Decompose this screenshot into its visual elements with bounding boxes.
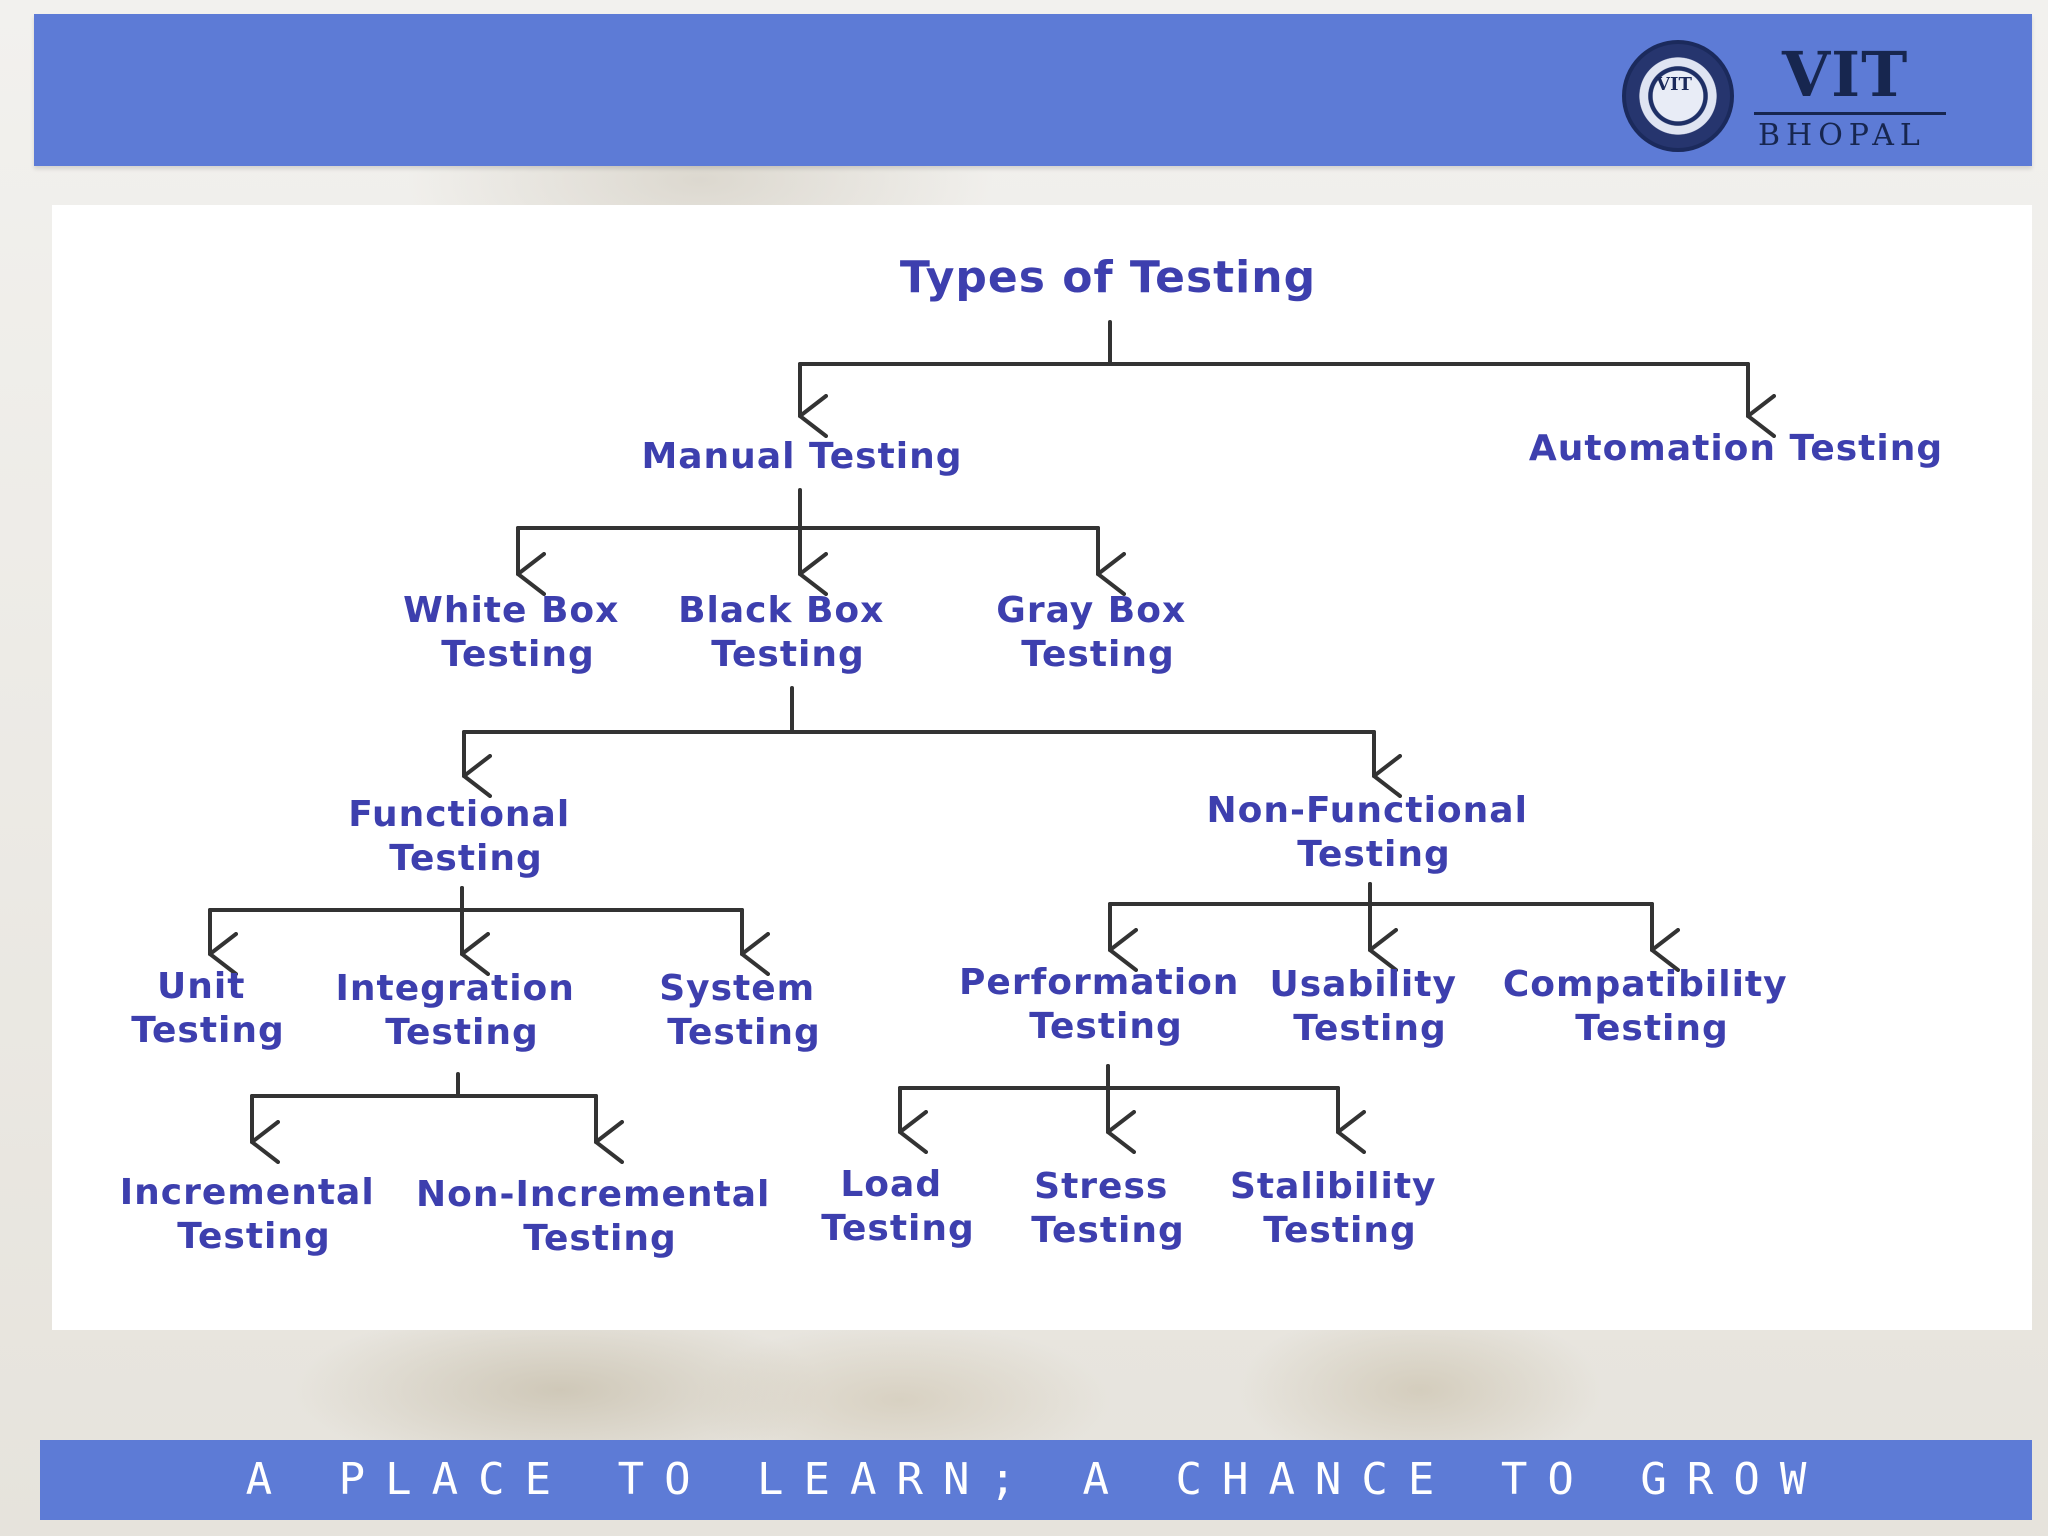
vit-bhopal-logo: VIT VIT BHOPAL	[1622, 34, 1946, 164]
functional-line-2: Testing	[389, 838, 543, 879]
node-manual-testing: Manual Testing	[641, 436, 962, 477]
non-functional-line-1: Non-Functional	[1207, 790, 1528, 831]
white-box-line-2: Testing	[441, 634, 595, 675]
performance-line-2: Testing	[1029, 1006, 1183, 1047]
vit-seal-icon	[1622, 40, 1734, 152]
footer-bar: A PLACE TO LEARN; A CHANCE TO GROW	[40, 1440, 2032, 1520]
white-box-line-1: White Box	[403, 590, 619, 631]
node-stability-testing: Stalibility Testing	[1230, 1166, 1450, 1251]
node-automation-testing: Automation Testing	[1529, 428, 1943, 469]
unit-line-1: Unit	[157, 966, 245, 1007]
footer-tagline: A PLACE TO LEARN; A CHANCE TO GROW	[245, 1454, 1827, 1505]
node-load-testing: Load Testing	[821, 1164, 975, 1249]
node-usability-testing: Usability Testing	[1270, 964, 1471, 1049]
node-compatibility-testing: Compatibility Testing	[1503, 964, 1801, 1049]
incremental-line-1: Incremental	[120, 1172, 375, 1213]
black-box-line-1: Black Box	[678, 590, 884, 631]
compatibility-line-2: Testing	[1575, 1008, 1729, 1049]
node-types-of-testing: Types of Testing	[900, 252, 1316, 303]
stability-line-2: Testing	[1263, 1210, 1417, 1251]
functional-line-1: Functional	[348, 794, 570, 835]
compatibility-line-1: Compatibility	[1503, 964, 1788, 1005]
node-functional-testing: Functional Testing	[348, 794, 584, 879]
node-gray-box-testing: Gray Box Testing	[996, 590, 1199, 675]
integration-line-2: Testing	[385, 1012, 539, 1053]
node-non-functional-testing: Non-Functional Testing	[1207, 790, 1542, 875]
incremental-line-2: Testing	[177, 1216, 331, 1257]
non-incremental-line-1: Non-Incremental	[416, 1174, 770, 1215]
connectors	[208, 320, 1748, 1142]
system-line-2: Testing	[667, 1012, 821, 1053]
gray-box-line-1: Gray Box	[996, 590, 1186, 631]
usability-line-1: Usability	[1270, 964, 1457, 1005]
logo-name: VIT	[1782, 38, 1909, 111]
nodes: Types of Testing Manual Testing Automati…	[120, 252, 1943, 1259]
black-box-line-2: Testing	[711, 634, 865, 675]
non-functional-line-2: Testing	[1297, 834, 1451, 875]
header-bar: VIT VIT BHOPAL	[34, 14, 2032, 166]
stability-line-1: Stalibility	[1230, 1166, 1437, 1207]
performance-line-1: Performation	[959, 962, 1239, 1003]
node-performance-testing: Performation Testing	[959, 962, 1253, 1047]
node-stress-testing: Stress Testing	[1031, 1166, 1185, 1251]
load-line-1: Load	[840, 1164, 942, 1205]
stress-line-2: Testing	[1031, 1210, 1185, 1251]
node-incremental-testing: Incremental Testing	[120, 1172, 388, 1257]
node-black-box-testing: Black Box Testing	[678, 590, 898, 675]
usability-line-2: Testing	[1293, 1008, 1447, 1049]
stress-line-1: Stress	[1034, 1166, 1168, 1207]
node-unit-testing: Unit Testing	[131, 966, 285, 1051]
node-system-testing: System Testing	[659, 968, 829, 1053]
node-non-incremental-testing: Non-Incremental Testing	[416, 1174, 784, 1259]
system-line-1: System	[659, 968, 815, 1009]
integration-line-1: Integration	[336, 968, 575, 1009]
non-incremental-line-2: Testing	[523, 1218, 677, 1259]
diagram-panel	[52, 205, 2032, 1330]
node-white-box-testing: White Box Testing	[403, 590, 633, 675]
load-line-2: Testing	[821, 1208, 975, 1249]
unit-line-2: Testing	[131, 1010, 285, 1051]
logo-divider	[1754, 112, 1946, 115]
gray-box-line-2: Testing	[1021, 634, 1175, 675]
node-integration-testing: Integration Testing	[336, 968, 589, 1053]
logo-city: BHOPAL	[1758, 118, 1926, 153]
logo-seal-text: VIT	[1656, 74, 1692, 95]
